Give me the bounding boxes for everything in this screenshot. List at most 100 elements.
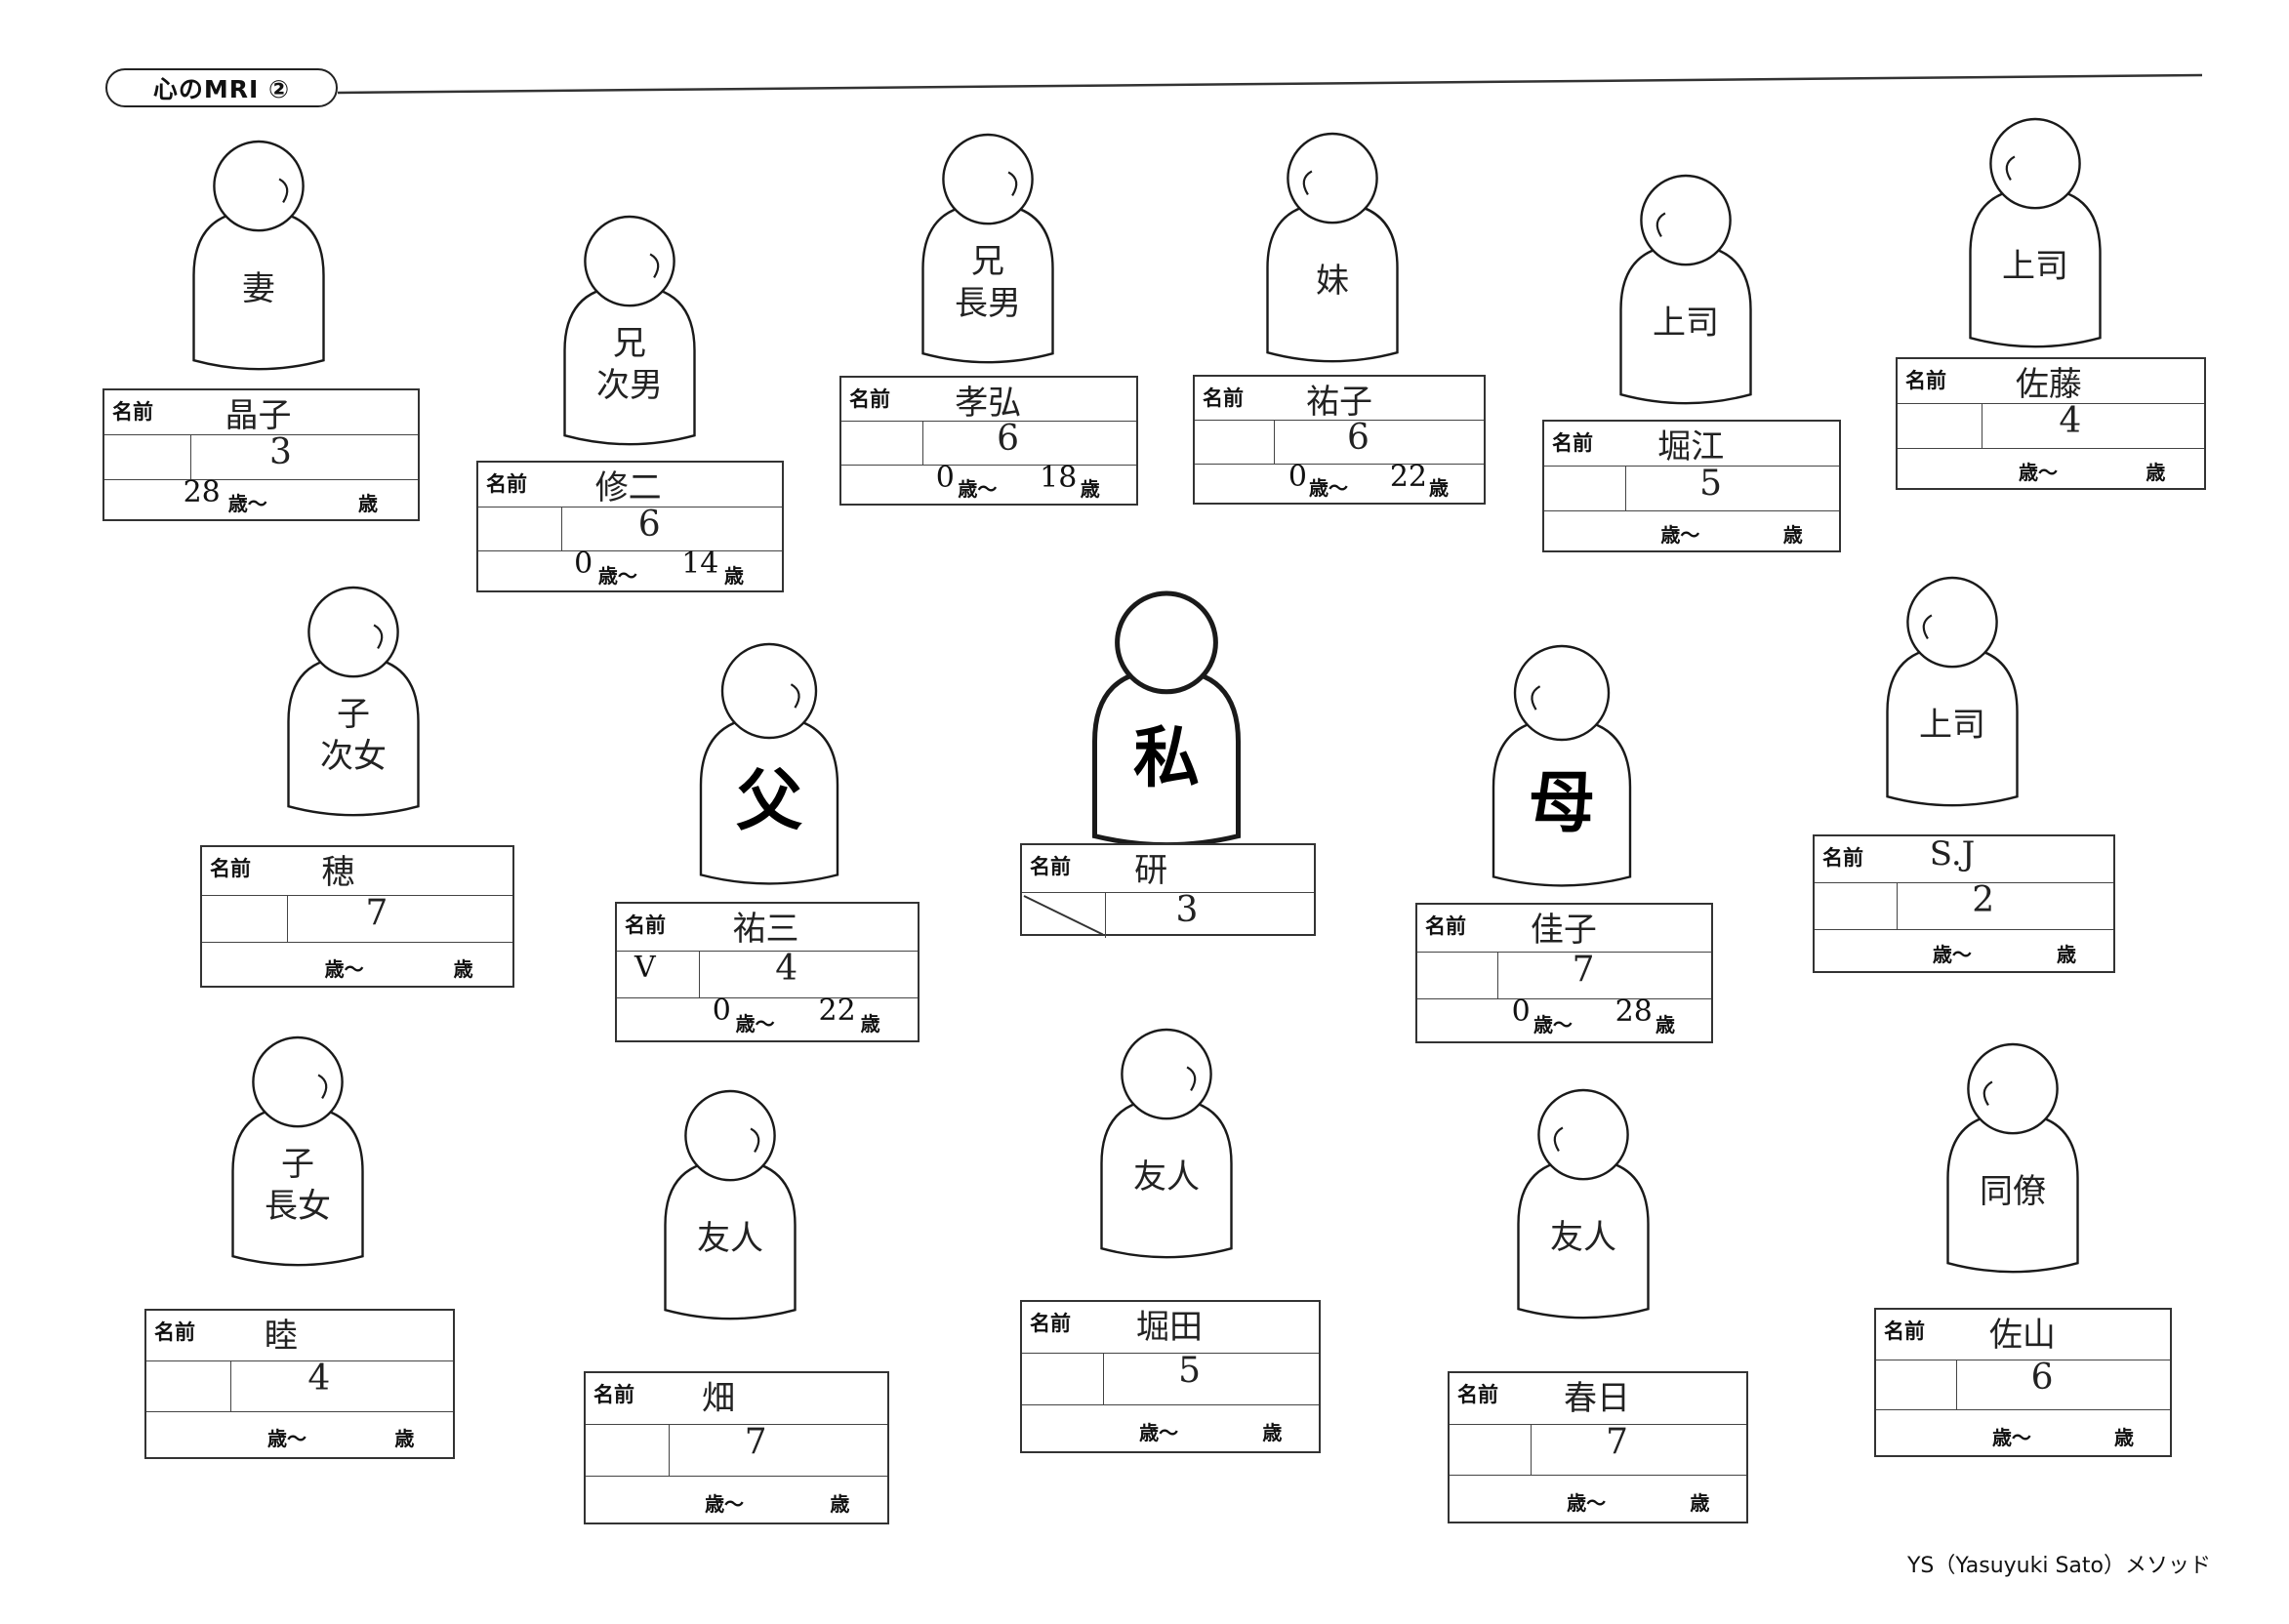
figure-ear: [317, 1074, 328, 1100]
card-score-row: 6: [1876, 1358, 2170, 1410]
score-value: 7: [1606, 1422, 1629, 1462]
card-age-row: 歳～歳: [146, 1411, 453, 1461]
column-divider: [1103, 1353, 1105, 1404]
column-divider: [668, 1424, 670, 1476]
header-rule: [337, 73, 2203, 95]
column-divider: [561, 507, 563, 550]
figure-role-label: 上司: [2002, 247, 2068, 287]
figure-role-label: 妹: [1316, 262, 1349, 302]
card-name-row: 名前祐子: [1195, 377, 1484, 422]
name-label: 名前: [112, 400, 153, 424]
card-age-row: 歳～歳: [1876, 1409, 2170, 1459]
age-to-unit: 歳: [1080, 476, 1100, 501]
card-name-row: 名前堀田: [1022, 1302, 1319, 1355]
figure-head: [1513, 644, 1611, 742]
age-to-unit: 歳: [830, 1491, 850, 1516]
name-label: 名前: [1822, 846, 1863, 870]
age-from-unit: 歳～: [1991, 1425, 2031, 1449]
person-name: 孝弘: [955, 384, 1022, 423]
age-end-value: 28: [1615, 995, 1653, 1029]
figure-head: [1121, 1028, 1212, 1120]
card-score-row: 4: [146, 1359, 453, 1412]
age-start-value: 28: [183, 474, 221, 509]
card-score-row: 5: [1022, 1351, 1319, 1405]
person-name: 睦: [264, 1317, 298, 1356]
name-label: 名前: [210, 857, 251, 880]
age-to-unit: 歳: [358, 492, 378, 516]
figure-ear: [1302, 170, 1313, 196]
score-value: 6: [2030, 1358, 2054, 1398]
figure-ear: [750, 1127, 760, 1154]
person-name: 穂: [321, 853, 355, 892]
age-to-unit: 歳: [860, 1012, 880, 1035]
figure-ear: [1186, 1066, 1197, 1092]
age-from-unit: 歳～: [1660, 523, 1700, 548]
column-divider: [286, 894, 288, 943]
score-value: 3: [1175, 889, 1199, 930]
card-name-row: 名前堀江: [1544, 422, 1839, 467]
age-to-unit: 歳: [1655, 1013, 1675, 1036]
check-mark: V: [634, 951, 656, 985]
person-name: 修二: [594, 468, 662, 508]
age-start-value: 0: [574, 547, 593, 581]
card-name-row: 名前佐藤: [1898, 359, 2204, 405]
name-label: 名前: [1552, 431, 1593, 455]
person-name: 佐山: [1988, 1316, 2056, 1355]
age-from-unit: 歳～: [705, 1491, 745, 1516]
card-name-row: 名前佐山: [1876, 1310, 2170, 1360]
age-start-value: 0: [1511, 995, 1531, 1029]
figure-ear: [278, 178, 289, 204]
card-score-row: 5: [1544, 464, 1839, 511]
age-to-unit: 歳: [1782, 523, 1803, 548]
figure-head: [1989, 117, 2081, 210]
age-to-unit: 歳: [724, 563, 744, 588]
age-end-value: 22: [1389, 459, 1427, 494]
figure-role-label: 友人: [697, 1219, 763, 1259]
figure-role-label: 私: [1132, 720, 1200, 798]
column-divider: [1497, 952, 1499, 998]
figure-ear: [2005, 155, 2016, 182]
column-divider: [921, 421, 923, 465]
name-label: 名前: [1905, 369, 1946, 392]
age-from-unit: 歳～: [227, 492, 267, 516]
name-label: 名前: [1030, 1312, 1071, 1335]
figure-head: [307, 586, 399, 678]
person-name: 晶子: [225, 396, 292, 435]
person-name: 春日: [1564, 1379, 1631, 1418]
age-from-unit: 歳～: [958, 476, 998, 501]
card-name-row: 名前修二: [478, 463, 782, 508]
figure-head: [1640, 174, 1732, 266]
person-name: 研: [1134, 851, 1168, 890]
figure-role-label: 子 次女: [320, 695, 387, 776]
score-value: 4: [2059, 401, 2082, 442]
card-age-row: 歳～ 歳: [1544, 510, 1839, 554]
card-name-row: 名前 睦: [146, 1311, 453, 1362]
figure-head: [1287, 132, 1378, 224]
page-title: 心のMRI ②: [105, 68, 338, 107]
column-divider: [189, 434, 191, 479]
name-label: 名前: [1457, 1383, 1498, 1406]
score-value: 5: [1178, 1351, 1202, 1392]
figure-head: [942, 133, 1034, 225]
name-label: 名前: [154, 1320, 195, 1344]
age-from-unit: 歳～: [735, 1012, 775, 1035]
figure-head: [584, 215, 675, 307]
person-name: 祐三: [732, 910, 799, 949]
card-score-row: 6: [841, 419, 1136, 466]
figure-role-label: 同僚: [1980, 1172, 2046, 1212]
card-score-row: 2: [1815, 880, 2113, 930]
age-to-unit: 歳: [1262, 1420, 1283, 1444]
